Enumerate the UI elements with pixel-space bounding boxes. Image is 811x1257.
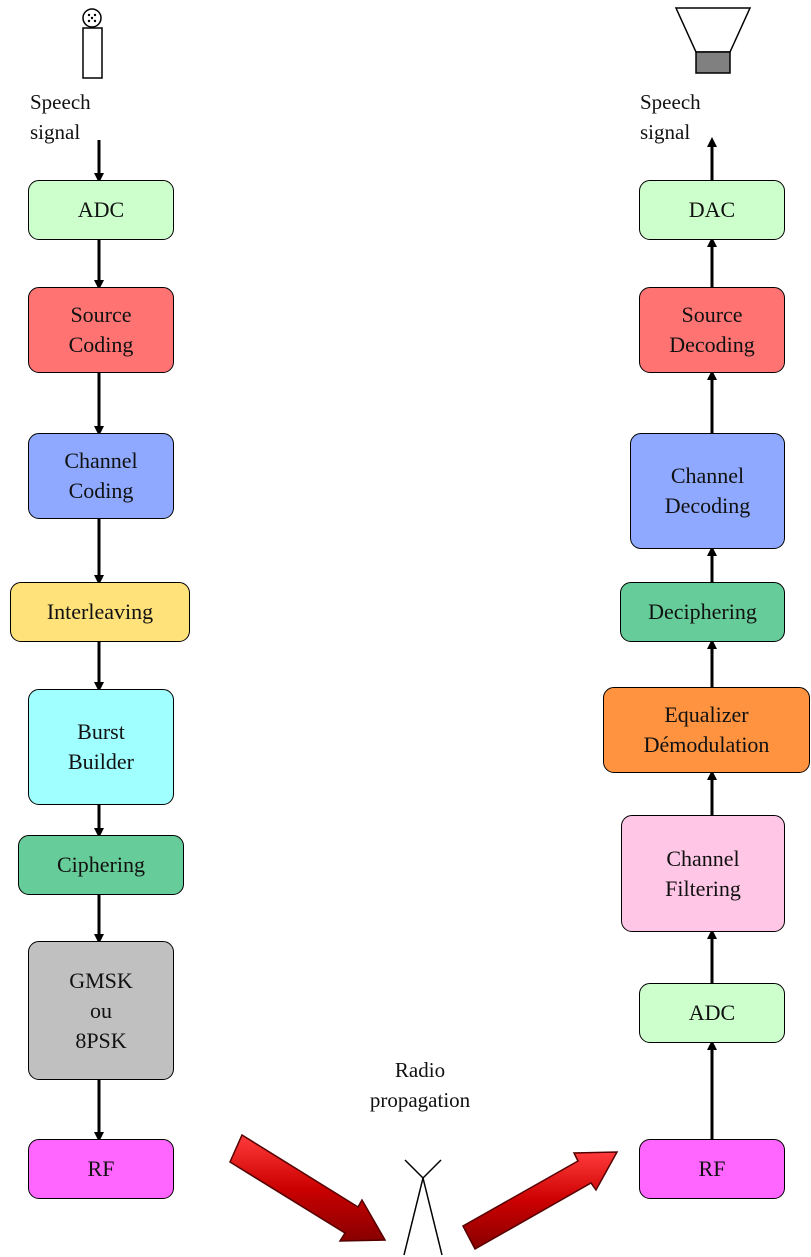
tx-modulation-block: GMSK ou 8PSK (28, 941, 174, 1080)
rx-rf-block: RF (639, 1139, 785, 1199)
rx-deciphering-block: Deciphering (620, 582, 785, 642)
rx-adc-block: ADC (639, 983, 785, 1043)
speech-input-label: Speech signal (30, 90, 91, 144)
rx-equalizer-demodulation-block: Equalizer Démodulation (603, 687, 810, 773)
rx-dac-block: DAC (639, 180, 785, 240)
rx-source-decoding-block: Source Decoding (639, 287, 785, 373)
tx-burst-builder-block: Burst Builder (28, 689, 174, 805)
tx-adc-block: ADC (28, 180, 174, 240)
radio-propagation-label: Radio propagation (369, 1058, 471, 1112)
tx-source-coding-block: Source Coding (28, 287, 174, 373)
loudspeaker-icon (674, 7, 752, 74)
tx-rf-block: RF (28, 1139, 174, 1199)
rx-channel-decoding-block: Channel Decoding (630, 433, 785, 549)
microphone-icon (82, 8, 103, 79)
propagation-arrow-rx (461, 1151, 619, 1251)
tx-channel-coding-block: Channel Coding (28, 433, 174, 519)
tx-ciphering-block: Ciphering (18, 835, 184, 895)
propagation-arrow-tx (229, 1133, 387, 1242)
tx-interleaving-block: Interleaving (10, 582, 190, 642)
antenna-icon (403, 1159, 443, 1256)
speech-output-label: Speech signal (640, 90, 701, 144)
rx-channel-filtering-block: Channel Filtering (621, 815, 785, 932)
